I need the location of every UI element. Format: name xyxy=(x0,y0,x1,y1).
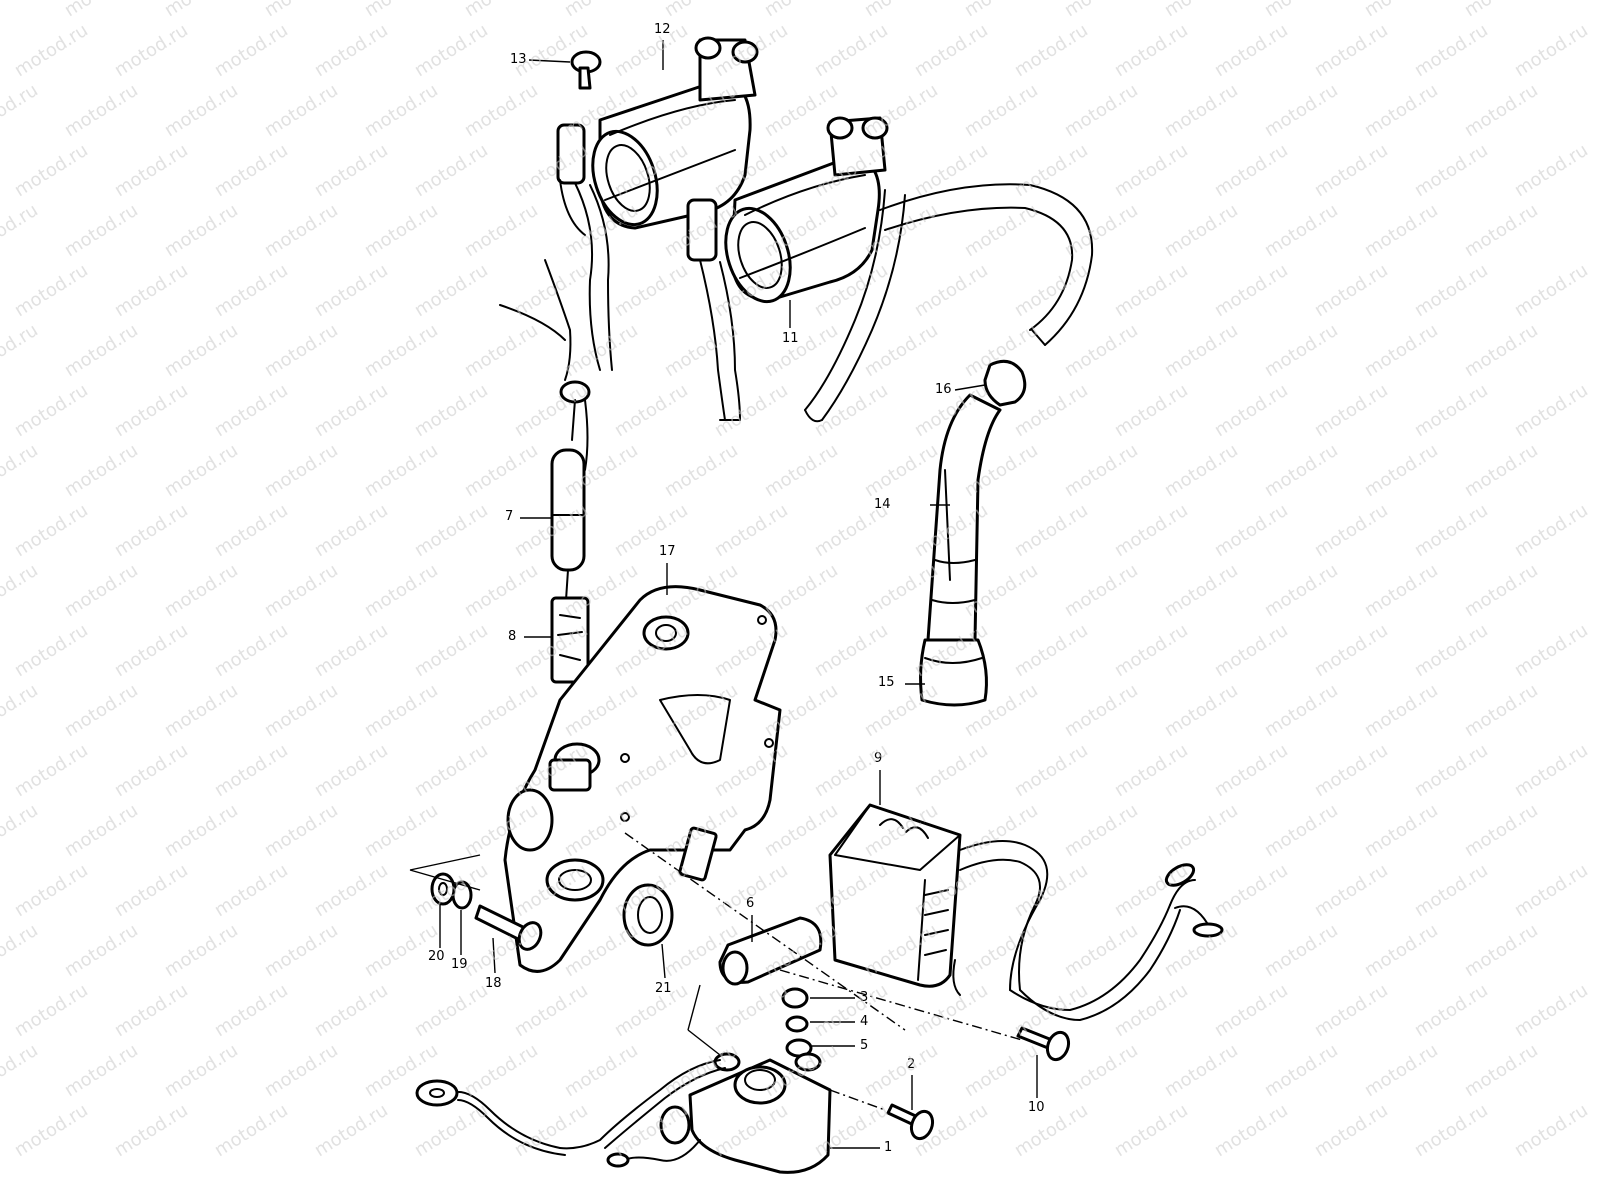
callout-7: 7 xyxy=(505,509,514,524)
connector-8-icon xyxy=(550,596,590,684)
callout-18: 18 xyxy=(485,976,502,991)
callout-11: 11 xyxy=(782,331,799,346)
callout-13: 13 xyxy=(510,52,527,67)
screw-10-icon xyxy=(1016,1026,1071,1062)
plug-cap-15-icon xyxy=(919,638,988,707)
high-tension-cable-icon xyxy=(804,183,1094,423)
boot-6-icon xyxy=(718,916,823,986)
callout-8: 8 xyxy=(508,629,517,644)
nut-3-icon xyxy=(781,987,809,1009)
callout-2: 2 xyxy=(907,1057,916,1072)
callout-14: 14 xyxy=(874,497,891,512)
plug-cable-14-icon xyxy=(926,359,1027,642)
callout-16: 16 xyxy=(935,382,952,397)
bolt-18-icon xyxy=(474,904,543,951)
washer-20-icon xyxy=(430,872,456,906)
callout-4: 4 xyxy=(860,1014,869,1029)
callout-5: 5 xyxy=(860,1038,869,1053)
callout-3: 3 xyxy=(860,990,869,1005)
screw-13-icon xyxy=(570,50,602,90)
callout-9: 9 xyxy=(874,751,883,766)
ignition-coil-12-icon xyxy=(556,36,759,371)
bracket-17-icon xyxy=(503,585,782,973)
leader-lines xyxy=(439,40,1038,1149)
callout-17: 17 xyxy=(659,544,676,559)
screw-2-icon xyxy=(886,1103,935,1141)
washer-4-icon xyxy=(785,1015,809,1033)
callout-1: 1 xyxy=(884,1140,893,1155)
grommet-21-icon xyxy=(622,883,674,947)
rectifier-9-icon xyxy=(828,803,1224,1021)
ignition-coil-11-icon xyxy=(686,116,889,421)
callout-15: 15 xyxy=(878,675,895,690)
callout-20: 20 xyxy=(428,949,445,964)
callout-10: 10 xyxy=(1028,1100,1045,1115)
callout-6: 6 xyxy=(746,896,755,911)
resistor-7-icon xyxy=(499,259,591,601)
starter-relay-1-icon xyxy=(415,1052,832,1174)
callout-21: 21 xyxy=(655,981,672,996)
callout-12: 12 xyxy=(654,22,671,37)
washer-19-icon xyxy=(451,880,473,910)
callout-19: 19 xyxy=(451,957,468,972)
